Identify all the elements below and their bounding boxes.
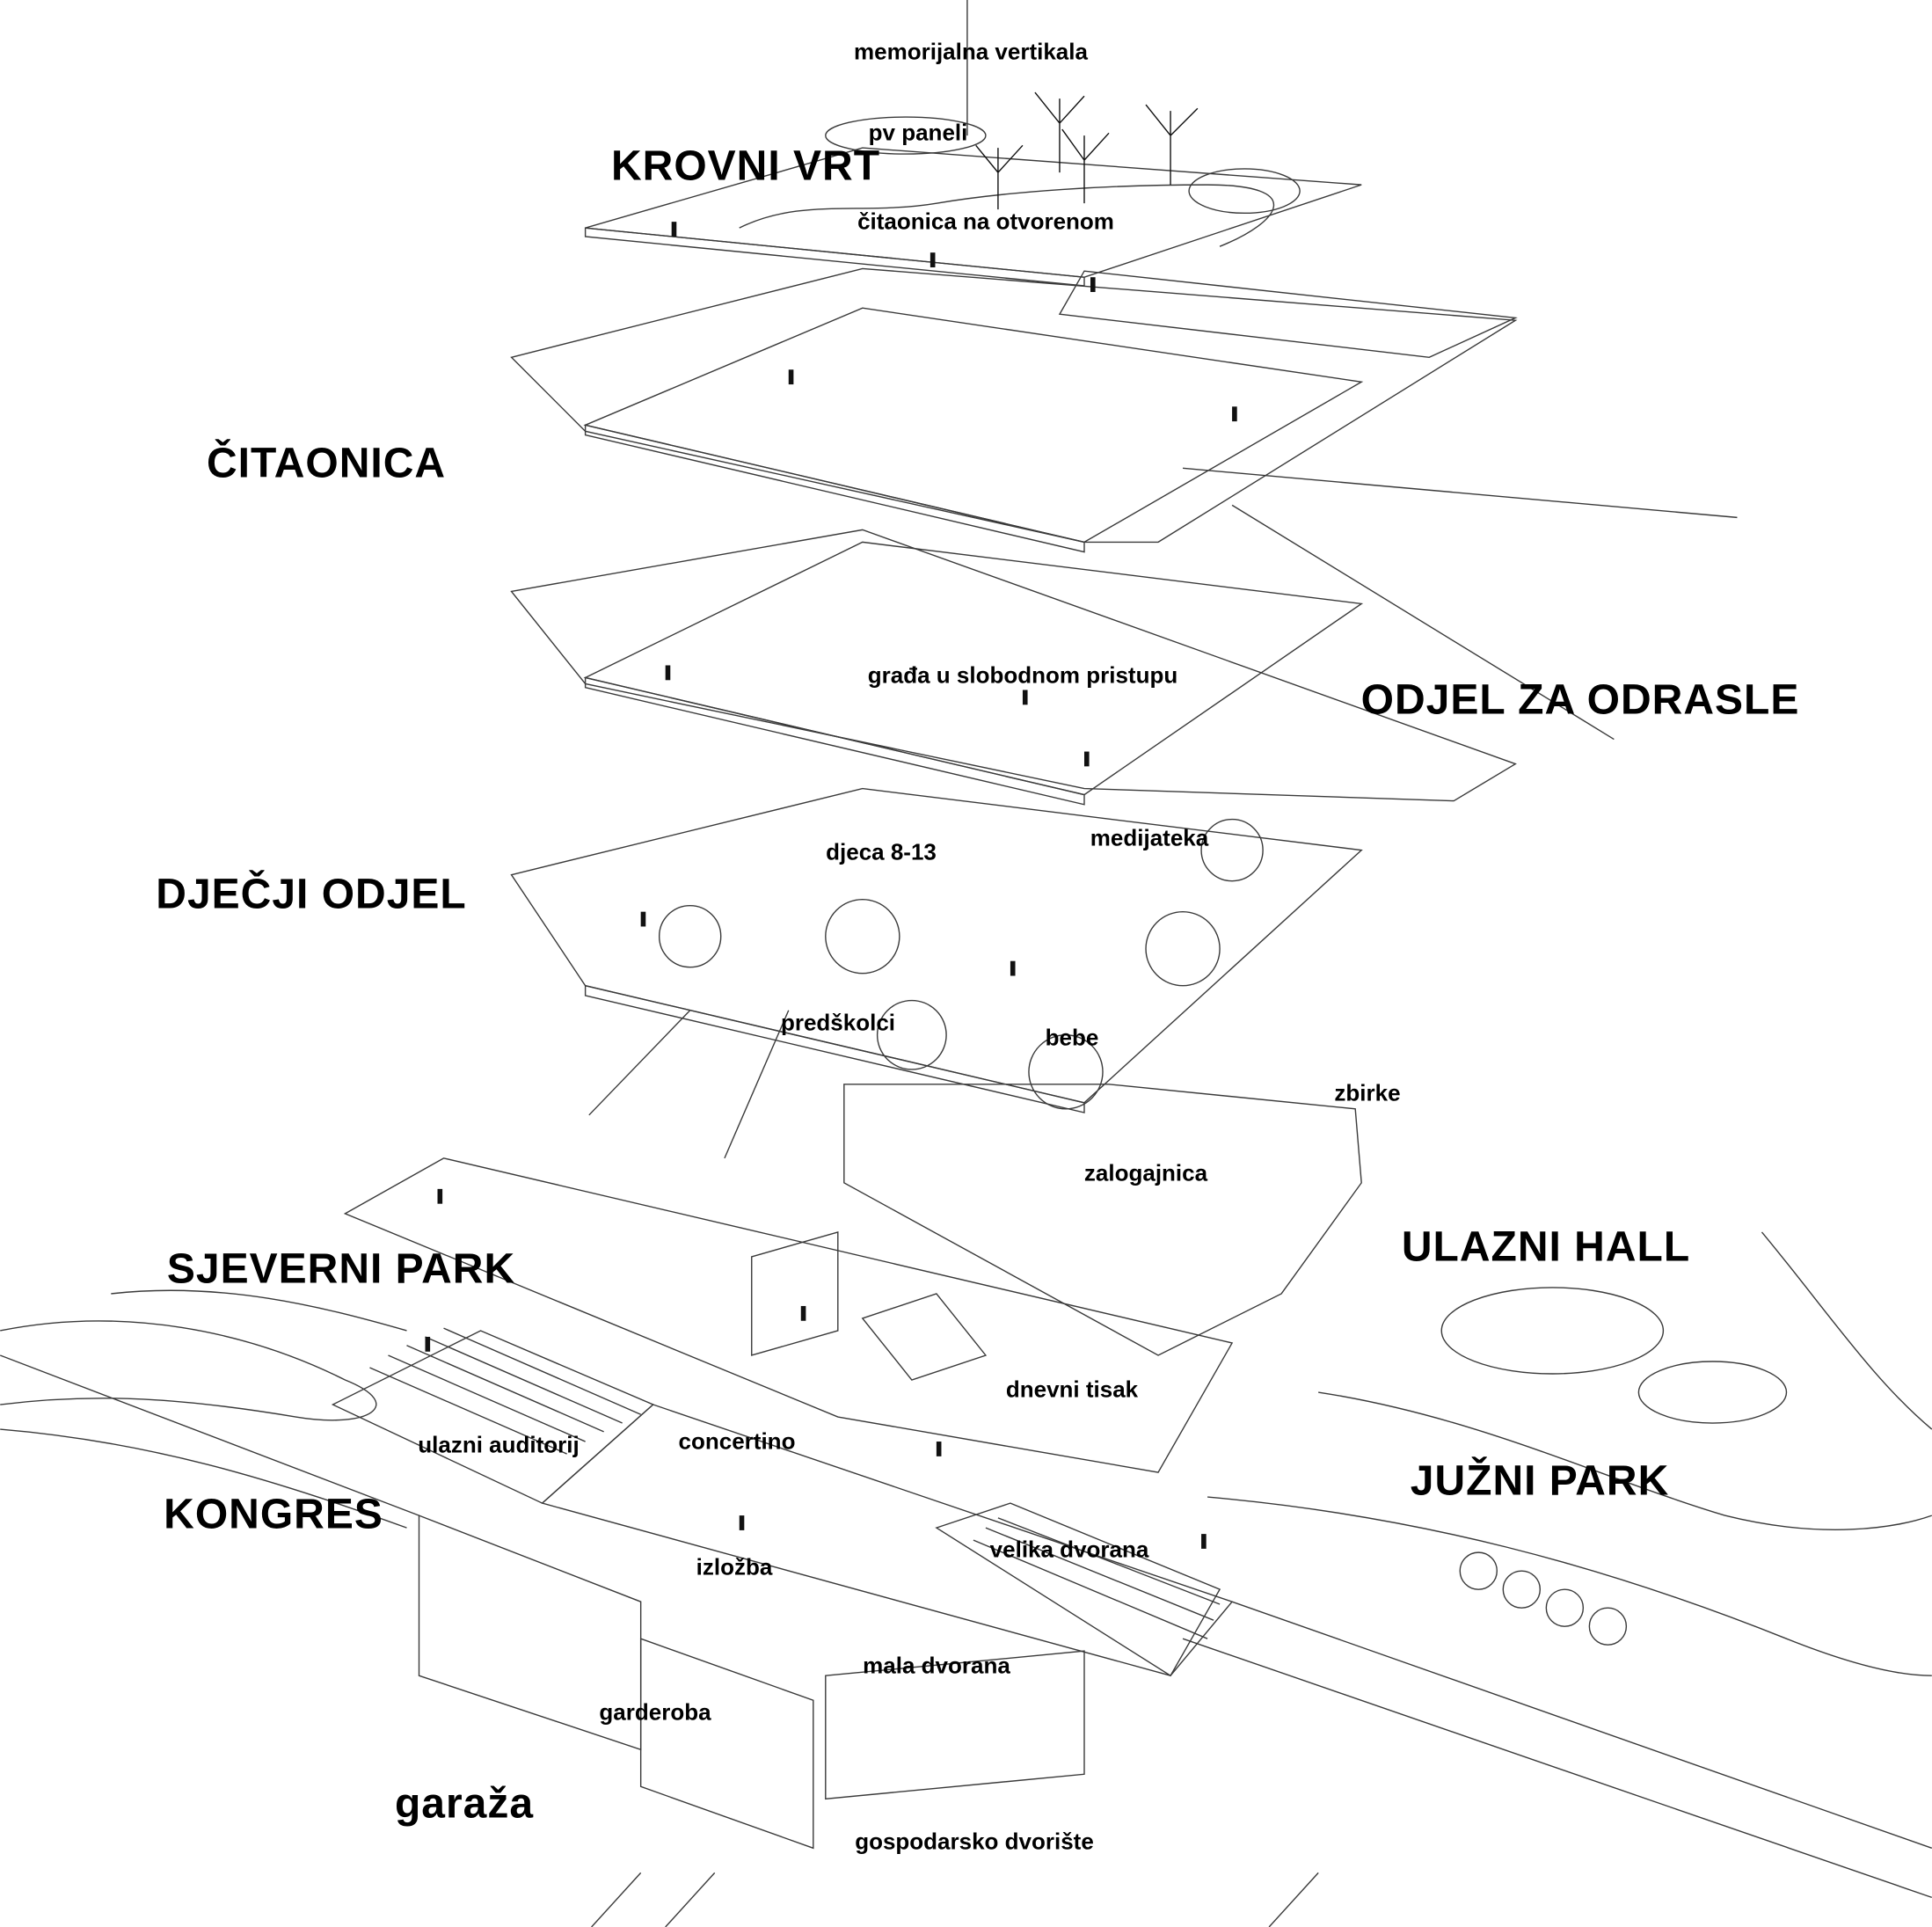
reading-room-slab — [510, 267, 1738, 553]
label-pv-panels: pv paneli — [868, 119, 968, 146]
label-cloakroom: garderoba — [599, 1698, 711, 1726]
title-children-department: DJEČJI ODJEL — [156, 871, 467, 918]
children-slab — [510, 787, 1363, 1159]
title-south-park: JUŽNI PARK — [1410, 1457, 1670, 1505]
label-exhibition: izložba — [696, 1553, 773, 1580]
ground-floor — [343, 1084, 1362, 1473]
label-snack-bar: zalogajnica — [1083, 1159, 1208, 1186]
title-congress: KONGRES — [164, 1491, 383, 1538]
title-north-park: SJEVERNI PARK — [166, 1245, 516, 1293]
garage-lines — [591, 1872, 1319, 1927]
label-small-hall: mala dvorana — [863, 1652, 1010, 1679]
auditorium-steps — [369, 1327, 1221, 1639]
label-large-hall: velika dvorana — [989, 1536, 1149, 1563]
label-memorial-vertical: memorijalna vertikala — [854, 38, 1088, 65]
south-park-paths — [1207, 1231, 1932, 1676]
title-garage: garaža — [394, 1780, 535, 1828]
people-figures — [425, 222, 1237, 1549]
label-preschool: predškolci — [780, 1009, 896, 1036]
label-children-8-13: djeca 8-13 — [826, 838, 937, 865]
congress-level — [0, 1330, 1932, 1899]
north-park-paths — [0, 1289, 407, 1529]
label-babies: bebe — [1045, 1024, 1099, 1051]
label-daily-press: dnevni tisak — [1005, 1376, 1139, 1403]
title-reading-room: ČITAONICA — [206, 440, 447, 487]
title-entrance-hall: ULAZNI HALL — [1401, 1223, 1691, 1271]
label-service-yard: gospodarsko dvorište — [855, 1828, 1094, 1855]
label-open-access-stock: građa u slobodnom pristupu — [867, 661, 1178, 689]
label-collections: zbirke — [1334, 1079, 1401, 1106]
label-open-air-reading: čitaonica na otvorenom — [857, 208, 1114, 235]
label-entrance-auditorium: ulazni auditorij — [418, 1431, 580, 1458]
label-media-library: medijateka — [1090, 824, 1209, 851]
title-roof-garden: KROVNI VRT — [610, 142, 881, 190]
adults-slab — [510, 504, 1615, 806]
title-adults-department: ODJEL ZA ODRASLE — [1360, 676, 1800, 724]
label-concertino: concertino — [678, 1427, 796, 1455]
roof-trees — [975, 91, 1199, 210]
